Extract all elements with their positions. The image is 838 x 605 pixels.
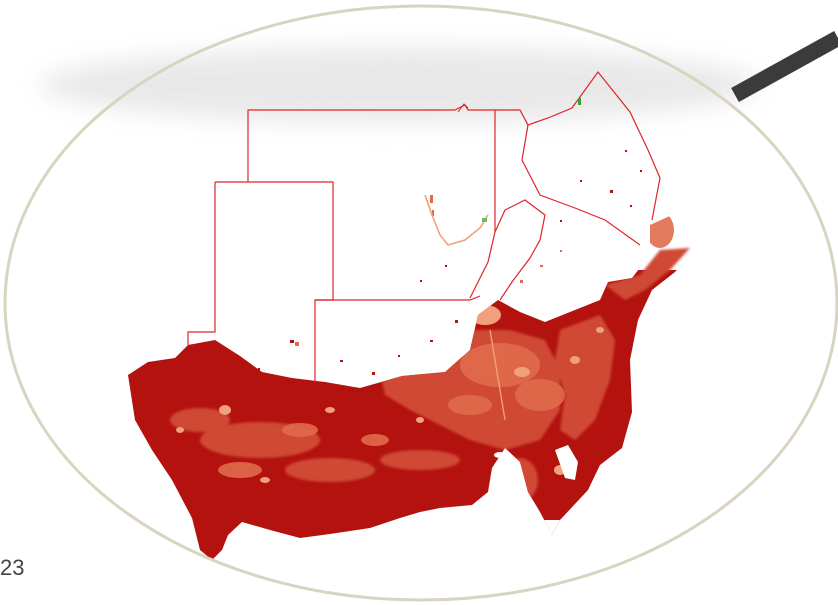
lens-halo [40,47,760,123]
choropleth-south [128,215,695,560]
region-outline-north [247,104,496,232]
class-low-areas [176,305,604,483]
magnifier-lens-icon [3,4,838,602]
class-very-low-area [482,218,487,222]
region-outline-northeast [495,71,661,246]
region-outline-nile [469,199,546,301]
sudan-map [128,71,695,560]
river-trace [424,194,489,246]
page-number: 23 [0,555,25,580]
region-outline-center [315,295,481,301]
scattered-pixels [190,98,642,421]
magnifier-handle-icon [731,31,838,102]
